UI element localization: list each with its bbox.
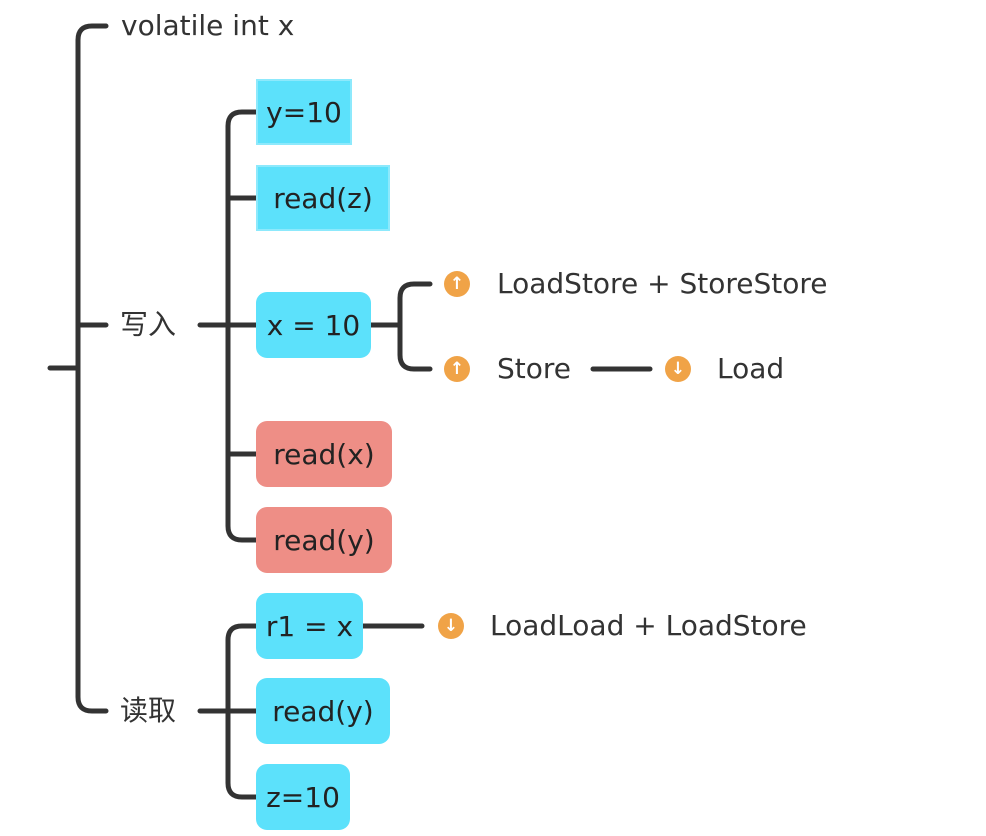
arrow-up-icon: ↑ xyxy=(444,271,470,297)
read-node-r1-x[interactable]: r1 = x xyxy=(256,593,363,659)
root-title: volatile int x xyxy=(121,9,295,42)
arrow-up-icon: ↑ xyxy=(444,356,470,382)
arrow-down-icon: ↓ xyxy=(665,356,691,382)
write-node-read-z[interactable]: read(z) xyxy=(256,165,390,231)
barrier-loadstore-storestore: LoadStore + StoreStore xyxy=(497,267,828,300)
write-node-read-y[interactable]: read(y) xyxy=(256,507,392,573)
barrier-store: Store xyxy=(497,352,572,385)
barrier-connector xyxy=(368,281,433,372)
write-node-y-10[interactable]: y=10 xyxy=(256,79,352,145)
barrier-loadload-loadstore: LoadLoad + LoadStore xyxy=(490,609,807,642)
write-label: 写入 xyxy=(120,308,177,341)
write-node-read-x[interactable]: read(x) xyxy=(256,421,392,487)
root-connector xyxy=(47,23,109,714)
arrow-down-icon: ↓ xyxy=(438,613,464,639)
write-connector xyxy=(197,109,259,543)
read-node-z-10[interactable]: z=10 xyxy=(256,764,350,830)
read-label: 读取 xyxy=(120,694,177,727)
read-node-read-y[interactable]: read(y) xyxy=(256,678,390,744)
read-connector xyxy=(197,623,259,800)
barrier-load: Load xyxy=(717,352,785,385)
write-node-x-10[interactable]: x = 10 xyxy=(256,292,371,358)
